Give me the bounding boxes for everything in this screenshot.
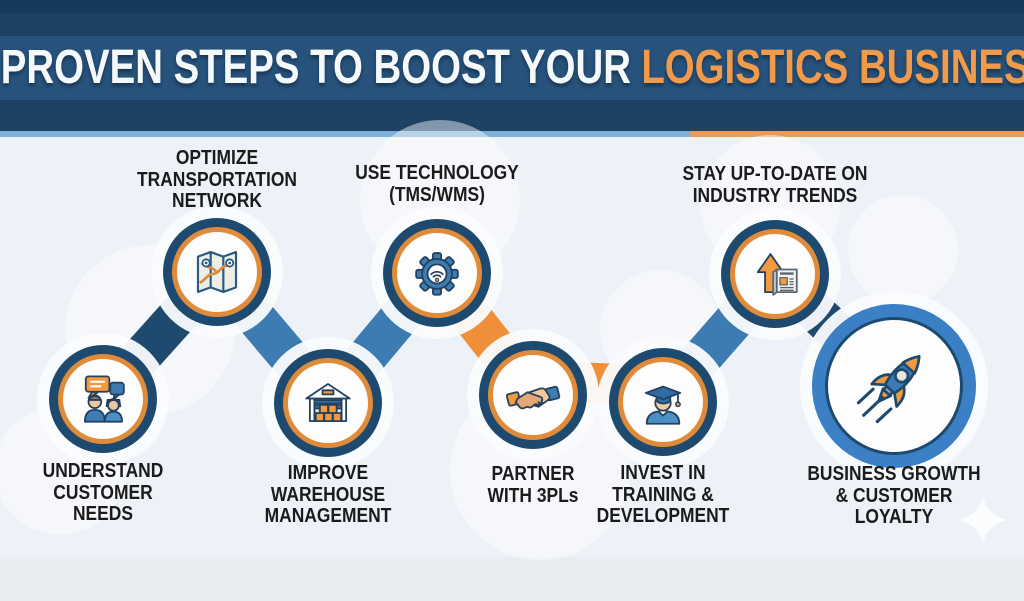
step-label-2: OPTIMIZE TRANSPORTATION NETWORK	[136, 146, 298, 213]
smart-gear-icon	[415, 252, 459, 296]
graduate-icon	[644, 385, 682, 425]
rocket-icon	[856, 355, 921, 424]
step-label-7: STAY UP-TO-DATE ON INDUSTRY TRENDS	[682, 162, 868, 207]
divider-stripe-blue	[0, 131, 690, 137]
header-top-strip	[0, 0, 1024, 13]
page-title: 7 PROVEN STEPS TO BOOST YOUR LOGISTICS B…	[0, 34, 1024, 100]
step-label-5: PARTNER WITH 3PLs	[487, 462, 579, 507]
step-label-1: UNDERSTAND CUSTOMER NEEDS	[42, 459, 164, 526]
outcome-label: BUSINESS GROWTH & CUSTOMER LOYALTY	[807, 462, 981, 529]
customers-chat-icon	[83, 375, 125, 423]
step-node-4	[383, 219, 491, 327]
step-node-5	[479, 341, 587, 449]
title-prefix: 7 PROVEN STEPS TO BOOST YOUR	[0, 40, 631, 94]
route-map-icon	[196, 250, 238, 294]
outcome-node	[812, 304, 976, 468]
step-label-6: INVEST IN TRAINING & DEVELOPMENT	[596, 461, 730, 528]
warehouse-icon	[305, 383, 351, 423]
step-label-4: USE TECHNOLOGY (TMS/WMS)	[355, 161, 519, 206]
title-band	[0, 36, 1024, 100]
header-banner	[0, 0, 1024, 131]
step-node-6	[609, 348, 717, 456]
title-highlight: LOGISTICS BUSINESS	[641, 40, 1024, 94]
step-node-7	[721, 220, 829, 328]
sparkle-icon	[959, 496, 1007, 544]
step-node-3	[274, 349, 382, 457]
step-node-1	[49, 345, 157, 453]
handshake-icon	[505, 385, 561, 410]
step-node-2	[163, 218, 271, 326]
bottom-shade-band	[0, 557, 1024, 601]
trends-news-icon	[756, 253, 798, 296]
divider-stripe-orange	[690, 131, 1024, 137]
step-label-3: IMPROVE WAREHOUSE MANAGEMENT	[264, 461, 392, 528]
